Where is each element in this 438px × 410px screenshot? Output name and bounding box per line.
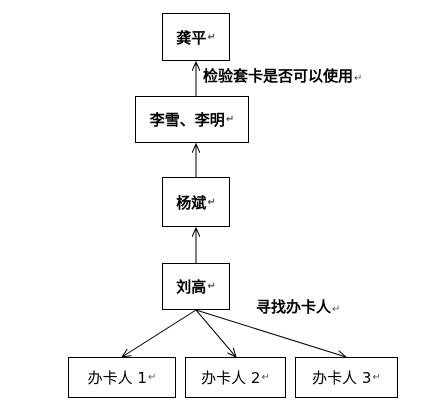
- paragraph-mark-icon: ↵: [261, 372, 270, 383]
- label-find-applicants-text: 寻找办卡人: [256, 298, 332, 316]
- paragraph-mark-icon: ↵: [225, 114, 235, 125]
- paragraph-mark-icon: ↵: [207, 196, 216, 208]
- node-li-xue-li-ming-label: 李雪、李明: [149, 111, 225, 129]
- label-find-applicants: 寻找办卡人↵: [256, 296, 340, 317]
- label-verify-card: 检验套卡是否可以使用↵: [203, 65, 362, 86]
- node-applicant-3: 办卡人 3 ↵: [295, 357, 398, 398]
- arrow-liu-to-applicant-1: [122, 309, 197, 357]
- paragraph-mark-icon: ↵: [354, 73, 363, 84]
- node-applicant-2: 办卡人 2 ↵: [185, 357, 286, 398]
- node-liu-gao-label: 刘高: [176, 278, 207, 296]
- node-liu-gao: 刘高 ↵: [162, 263, 230, 310]
- paragraph-mark-icon: ↵: [332, 304, 341, 315]
- node-yang-bin-label: 杨斌: [176, 193, 207, 212]
- paragraph-mark-icon: ↵: [207, 281, 216, 292]
- arrow-liu-to-applicant-2: [195, 309, 236, 357]
- node-gong-ping-label: 龚平: [176, 28, 207, 47]
- node-li-xue-li-ming: 李雪、李明 ↵: [135, 96, 249, 143]
- paragraph-mark-icon: ↵: [372, 372, 381, 383]
- node-applicant-2-label: 办卡人 2: [201, 369, 261, 387]
- paragraph-mark-icon: ↵: [147, 372, 157, 383]
- paragraph-mark-icon: ↵: [207, 31, 216, 43]
- arrow-liu-to-applicant-3: [195, 309, 346, 357]
- node-applicant-3-label: 办卡人 3: [312, 369, 372, 387]
- node-applicant-1: 办卡人 1 ↵: [68, 357, 176, 398]
- node-applicant-1-label: 办卡人 1: [87, 369, 147, 387]
- node-gong-ping: 龚平 ↵: [162, 13, 230, 61]
- node-yang-bin: 杨斌 ↵: [162, 177, 230, 227]
- label-verify-card-text: 检验套卡是否可以使用: [203, 67, 354, 85]
